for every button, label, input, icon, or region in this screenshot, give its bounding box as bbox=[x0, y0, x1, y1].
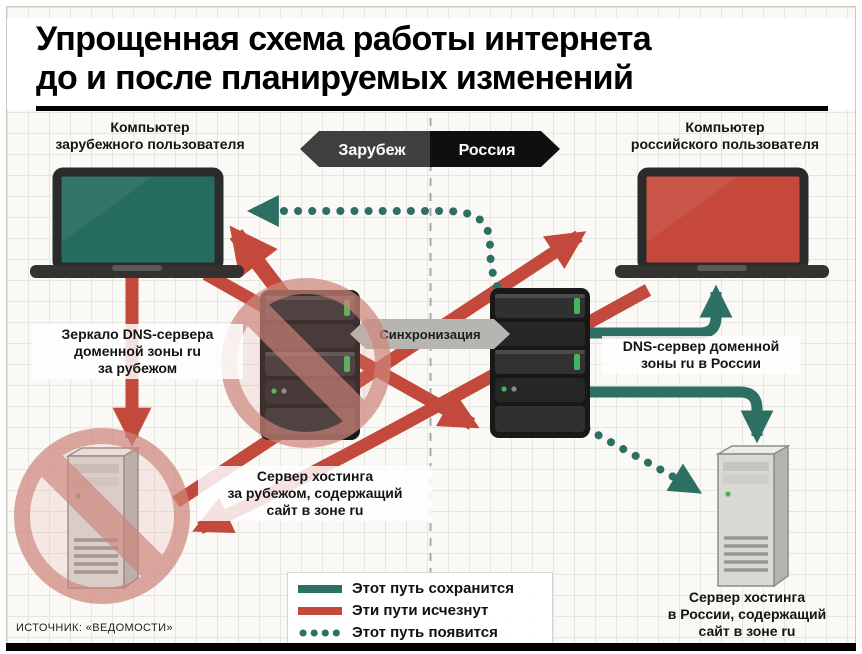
title-band bbox=[7, 18, 855, 110]
arrow-dns-russia-to-russian-user bbox=[566, 284, 733, 339]
zone-banner-russia-shape bbox=[430, 131, 560, 167]
sync-banner-shape bbox=[350, 319, 510, 349]
label-line: Компьютер bbox=[685, 119, 765, 135]
legend-label-appear: Этот путь появится bbox=[352, 624, 498, 641]
arrow-dns-russia-to-hosting-russia bbox=[566, 386, 774, 444]
legend-row-keep: Этот путь сохранится bbox=[298, 580, 542, 597]
label-line: за рубежом, содержащий bbox=[227, 485, 403, 502]
label-line: DNS-сервер доменной bbox=[622, 338, 780, 354]
prohibition-sign-dns-mirror bbox=[221, 278, 391, 448]
zone-label-foreign: Зарубеж bbox=[338, 142, 406, 159]
hosting-server-russia bbox=[716, 444, 790, 588]
label-hosting-foreign: Сервер хостинга за рубежом, содержащий с… bbox=[198, 466, 432, 522]
arrow-appear-dns-russia-to-hosting-russia bbox=[558, 410, 703, 494]
legend-row-disappear: Эти пути исчезнут bbox=[298, 602, 542, 619]
legend: Этот путь сохранится Эти пути исчезнут Э… bbox=[287, 572, 553, 649]
zone-banner-foreign: Зарубеж bbox=[300, 131, 430, 167]
zone-banner-foreign-shape bbox=[300, 131, 430, 167]
label-line: Зеркало DNS-сервера bbox=[61, 326, 214, 342]
legend-label-disappear: Эти пути исчезнут bbox=[352, 602, 489, 619]
legend-row-appear: Этот путь появится bbox=[298, 624, 542, 641]
dns-russia-server bbox=[490, 288, 590, 438]
page-title: Упрощенная схема работы интернета до и п… bbox=[36, 20, 652, 98]
label-line: зарубежного пользователя bbox=[55, 136, 245, 153]
label-russian-user: Компьютер российского пользователя bbox=[605, 119, 845, 153]
source-credit: ИСТОЧНИК: «ВЕДОМОСТИ» bbox=[16, 622, 173, 634]
label-foreign-user: Компьютер зарубежного пользователя bbox=[30, 119, 270, 153]
label-line: за рубежом bbox=[97, 360, 178, 377]
zone-label-russia: Россия bbox=[459, 142, 516, 159]
label-dns-mirror: Зеркало DNS-сервера доменной зоны ru за … bbox=[32, 324, 243, 380]
title-rule bbox=[36, 106, 828, 111]
label-hosting-russia: Сервер хостинга в России, содержащий сай… bbox=[638, 589, 856, 640]
label-line: доменной зоны ru bbox=[74, 343, 201, 360]
legend-label-keep: Этот путь сохранится bbox=[352, 580, 514, 597]
sync-label: Синхронизация bbox=[379, 327, 480, 342]
title-line-1: Упрощенная схема работы интернета bbox=[36, 20, 652, 58]
sync-banner: Синхронизация bbox=[350, 319, 510, 349]
zone-banner-russia: Россия bbox=[430, 131, 560, 167]
label-line: Компьютер bbox=[110, 119, 190, 135]
label-line: российского пользователя bbox=[630, 136, 820, 153]
label-line: в России, содержащий bbox=[667, 606, 827, 623]
legend-swatch-keep bbox=[298, 584, 342, 593]
label-line: сайт в зоне ru bbox=[698, 623, 796, 640]
label-line: Сервер хостинга bbox=[256, 468, 374, 484]
label-line: сайт в зоне ru bbox=[266, 502, 364, 519]
laptop-foreign-user bbox=[30, 167, 244, 278]
prohibition-sign-hosting-foreign bbox=[14, 428, 190, 604]
label-line: Сервер хостинга bbox=[688, 589, 806, 605]
legend-swatch-disappear bbox=[298, 606, 342, 615]
laptop-russian-user bbox=[615, 167, 829, 278]
label-dns-russia: DNS-сервер доменной зоны ru в России bbox=[602, 336, 800, 375]
label-line: зоны ru в России bbox=[641, 355, 761, 372]
bottom-bar bbox=[6, 643, 856, 651]
legend-swatch-appear bbox=[299, 629, 342, 636]
title-line-2: до и после планируемых изменений bbox=[36, 59, 634, 98]
